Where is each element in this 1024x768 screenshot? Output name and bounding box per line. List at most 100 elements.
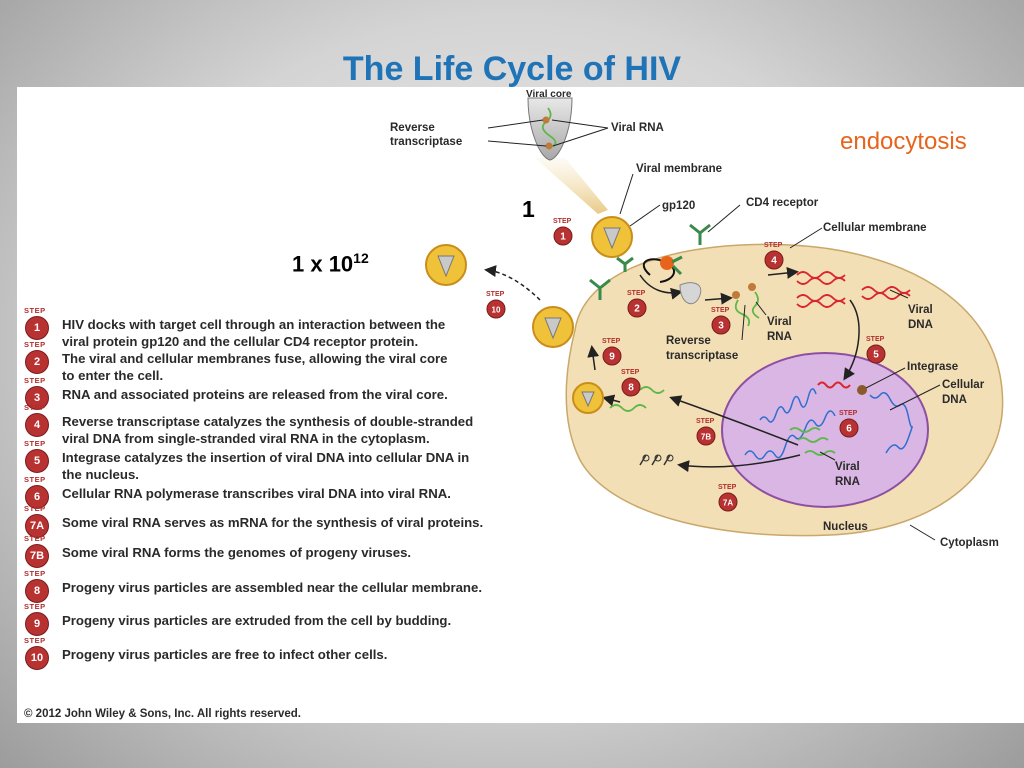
diagram-step-number: 5 (873, 350, 879, 361)
label-viral-core: Viral core (526, 89, 572, 100)
diagram-step-badge (839, 418, 859, 438)
step-word: STEP (24, 403, 46, 412)
label-nucleus: Nucleus (823, 521, 868, 533)
step-word: STEP (24, 439, 46, 448)
step-badge: 9 (25, 612, 49, 636)
viral-dna (796, 294, 846, 302)
cd4-receptor (689, 223, 711, 245)
diagram-step-number: 7A (723, 499, 733, 508)
step-description-line: Reverse transcriptase catalyzes the synt… (62, 414, 474, 429)
label-reverse-transcriptase-cell: Reverse (666, 335, 711, 347)
diagram-step-word: STEP (839, 410, 858, 417)
slide-title: The Life Cycle of HIV (342, 50, 682, 88)
step-description-line: RNA and associated proteins are released… (62, 387, 448, 402)
step-badge: 5 (25, 449, 49, 473)
step-description-line: Progeny virus particles are assembled ne… (62, 580, 482, 595)
step-badge: 6 (25, 485, 49, 509)
viral-dna (861, 292, 911, 300)
diagram-step-number: 2 (634, 304, 640, 315)
step-badge: 7A (25, 514, 49, 538)
cytoplasm-viral-rna (609, 404, 647, 412)
label-cytoplasm: Cytoplasm (940, 537, 999, 549)
diagram-step-number: 8 (628, 383, 634, 394)
virion-entering (591, 216, 633, 258)
step-description: Integrase catalyzes the insertion of vir… (62, 449, 562, 483)
endocytosis-annotation: endocytosis (840, 128, 967, 155)
diagram-step-badge (486, 299, 506, 319)
step-description: Reverse transcriptase catalyzes the synt… (62, 413, 562, 447)
arrow-step9 (587, 345, 600, 371)
virion-count-progeny: 1 x 1012 (292, 250, 369, 277)
label-integrase: Integrase (907, 361, 958, 373)
diagram-step-number: 10 (492, 306, 501, 315)
ribosome-chain (639, 454, 674, 466)
label-viral-rna: Viral RNA (611, 122, 664, 134)
viral-dna (796, 300, 846, 308)
integrated-viral-dna (817, 381, 851, 389)
label-gp120: gp120 (662, 200, 695, 212)
step-description: Progeny virus particles are assembled ne… (62, 579, 562, 596)
diagram-step-word: STEP (764, 242, 783, 249)
diagram-step-word: STEP (627, 290, 646, 297)
step-word: STEP (24, 475, 46, 484)
diagram-step-word: STEP (602, 338, 621, 345)
step-description-line: to enter the cell. (62, 368, 164, 383)
diagram-step-number: 9 (609, 352, 615, 363)
arrow-step2 (639, 274, 683, 300)
label-cellular-membrane: Cellular membrane (823, 222, 927, 234)
step-description-line: the nucleus. (62, 467, 139, 482)
diagram-step-badge (711, 315, 731, 335)
diagram-step-badge (621, 377, 641, 397)
label-cd4-receptor: CD4 receptor (746, 197, 819, 209)
step-badge: 10 (25, 646, 49, 670)
step-description: RNA and associated proteins are released… (62, 386, 562, 403)
label-reverse-transcriptase: Reverse (390, 122, 435, 134)
viral-dna (861, 286, 911, 294)
virion-budding (532, 306, 574, 348)
label-cellular-dna: DNA (942, 394, 967, 406)
cellular-dna-strand (869, 392, 913, 454)
arrow-step4 (767, 266, 799, 279)
step-word: STEP (24, 636, 46, 645)
virion-assembling (572, 382, 604, 414)
viral-core-illustration (527, 97, 573, 161)
diagram-step-number: 3 (718, 321, 724, 332)
step-word: STEP (24, 569, 46, 578)
step-description: The viral and cellular membranes fuse, a… (62, 350, 562, 384)
cytoplasm-viral-rna (734, 299, 751, 327)
arrow-step8 (602, 394, 621, 407)
arrow-step3 (704, 292, 733, 305)
step-word: STEP (24, 376, 46, 385)
nuclear-viral-rna (797, 437, 829, 443)
step-description-line: Progeny virus particles are extruded fro… (62, 613, 452, 628)
label-viral-dna: Viral (908, 304, 933, 316)
step-description-line: Some viral RNA serves as mRNA for the sy… (62, 515, 484, 530)
diagram-step-number: 1 (560, 232, 566, 243)
arrow-step7a (677, 454, 801, 473)
step-description-line: viral protein gp120 and the cellular CD4… (62, 334, 419, 349)
diagram-step-badge (627, 298, 647, 318)
count-base: 1 x 10 (292, 251, 354, 277)
arrow-step5 (843, 299, 860, 381)
label-viral-membrane: Viral membrane (636, 163, 722, 175)
step-badge: 4 (25, 413, 49, 437)
step-badge: 8 (25, 579, 49, 603)
diagram-step-word: STEP (553, 218, 572, 225)
step-word: STEP (24, 340, 46, 349)
label-viral-rna-cell: RNA (767, 331, 792, 343)
diagram-step-word: STEP (718, 484, 737, 491)
step-badge: 7B (25, 544, 49, 568)
step-description-line: viral DNA from single-stranded viral RNA… (62, 431, 430, 446)
viral-core-released (679, 282, 702, 305)
step-description: HIV docks with target cell through an in… (62, 316, 562, 350)
cytoplasm-viral-rna (751, 291, 760, 319)
step-description: Cellular RNA polymerase transcribes vira… (62, 485, 562, 502)
endocytosis-dot (660, 256, 674, 270)
